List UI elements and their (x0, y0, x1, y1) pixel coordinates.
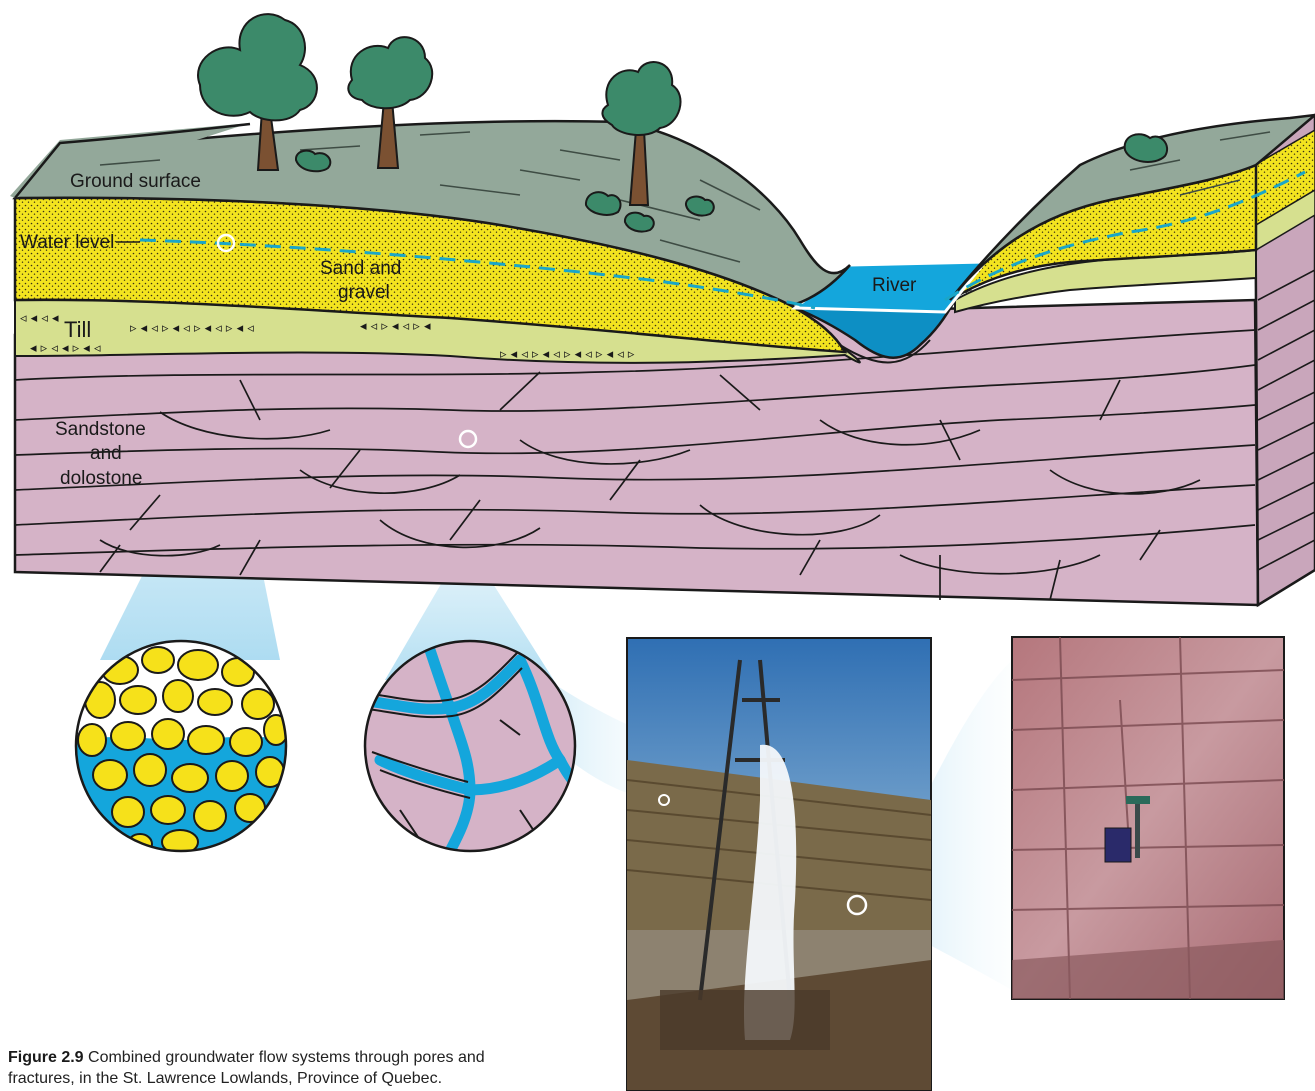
label-sandstone-1: Sandstone (55, 419, 146, 440)
artesian-well-photo (627, 638, 931, 1090)
rock-outcrop-photo (1012, 637, 1284, 999)
caption-text-1: Combined groundwater flow systems throug… (84, 1049, 485, 1066)
caption-text-2: fractures, in the St. Lawrence Lowlands,… (8, 1070, 442, 1087)
label-river: River (872, 275, 917, 296)
label-sandstone-3: dolostone (60, 468, 142, 489)
svg-text:▹ ◂ ◃ ▹ ◂ ◃ ▹ ◂ ◃ ▹ ◂ ◃: ▹ ◂ ◃ ▹ ◂ ◃ ▹ ◂ ◃ ▹ ◂ ◃ (130, 321, 254, 336)
svg-text:◃ ◂ ◃ ◂: ◃ ◂ ◃ ◂ (20, 311, 59, 326)
svg-text:◂ ◃ ▹ ◂ ◃ ▹ ◂: ◂ ◃ ▹ ◂ ◃ ▹ ◂ (360, 319, 431, 334)
label-sand-gravel-1: Sand and (320, 258, 401, 279)
pores-magnified-circle (60, 636, 300, 866)
label-ground-surface: Ground surface (70, 171, 201, 192)
label-sandstone-2: and (90, 443, 122, 464)
figure-number: Figure 2.9 (8, 1049, 84, 1066)
label-till: Till (64, 317, 91, 342)
figure-caption: Figure 2.9 Combined groundwater flow sys… (8, 1047, 668, 1089)
label-water-level: Water level (20, 232, 114, 253)
label-sand-gravel-2: gravel (338, 282, 390, 303)
svg-text:◂ ▹ ◃ ◂ ▹ ◂ ◃: ◂ ▹ ◃ ◂ ▹ ◂ ◃ (30, 341, 101, 356)
svg-text:▹ ◂ ◃ ▹ ◂ ◃ ▹ ◂ ◃ ▹ ◂ ◃ ▹: ▹ ◂ ◃ ▹ ◂ ◃ ▹ ◂ ◃ ▹ ◂ ◃ ▹ (500, 347, 635, 362)
